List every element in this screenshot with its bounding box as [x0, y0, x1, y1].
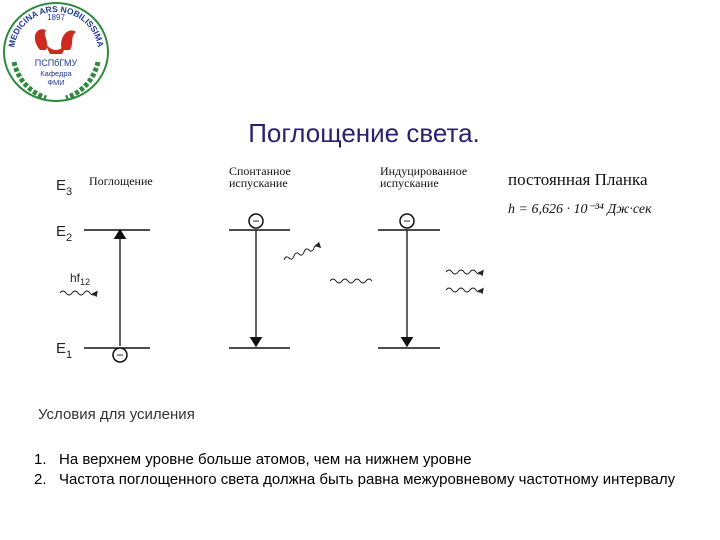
list-item: 1. На верхнем уровне больше атомов, чем … [34, 450, 694, 470]
list-item: 2. Частота поглощенного света должна быт… [34, 470, 694, 490]
absorption-electron [112, 347, 128, 363]
logo-year: 1897 [47, 13, 65, 22]
logo-org: ПСПбГМУ [35, 58, 78, 68]
logo-bowl-icon [44, 42, 68, 54]
logo-dept-line1: Кафедра [40, 69, 72, 78]
logo-dept-line2: ФМИ [47, 78, 64, 87]
conditions-list: 1. На верхнем уровне больше атомов, чем … [34, 450, 694, 490]
university-logo: MEDICINA ARS NOBILISSIMA 1897 ПСПбГМУ Ка… [3, 2, 109, 102]
level-label-e2: E2 [56, 223, 72, 244]
stimulated-caption-line2: испускание [380, 176, 439, 190]
slide-title: Поглощение света. [248, 118, 480, 148]
level-label-e3: E3 [56, 177, 72, 198]
conditions-title: Условия для усиления [38, 406, 195, 423]
logo-laurel-right [65, 61, 101, 101]
list-item-text: Частота поглощенного света должна быть р… [59, 471, 676, 488]
stimulated-outgoing-photon-2 [445, 287, 484, 295]
list-item-text: На верхнем уровне больше атомов, чем на … [59, 451, 472, 468]
absorption-photon-wave [59, 290, 98, 298]
logo-laurel-left [11, 61, 47, 101]
planck-heading: постоянная Планка [508, 170, 648, 189]
level-label-e1: E1 [56, 340, 72, 361]
spontaneous-caption-line2: испускание [229, 176, 288, 190]
logo-outer-ring [3, 2, 109, 102]
spontaneous-electron-sign: − [252, 214, 259, 228]
absorption-electron-sign: − [116, 348, 123, 362]
absorption-caption: Поглощение [89, 174, 153, 188]
stimulated-electron [399, 213, 415, 229]
stimulated-caption-line1: Индуцированное [380, 164, 467, 178]
spontaneous-electron [248, 213, 264, 229]
planck-formula: h = 6,626 · 10⁻³⁴ Дж·сек [508, 202, 652, 217]
logo-ring-text: MEDICINA ARS NOBILISSIMA [6, 4, 105, 48]
spontaneous-caption-line1: Спонтанное [229, 164, 291, 178]
stimulated-incoming-photon [329, 278, 373, 284]
list-item-number: 2. [34, 471, 47, 488]
logo-flame-icon [34, 29, 76, 50]
stimulated-outgoing-photon-1 [445, 269, 484, 277]
list-item-number: 1. [34, 451, 47, 468]
spontaneous-photon-wave [283, 241, 322, 261]
stimulated-electron-sign: − [403, 214, 410, 228]
energy-level-diagram: E3 E2 E1 Поглощение Спонтанное испускани… [56, 164, 652, 363]
photon-label: hf12 [70, 271, 90, 287]
